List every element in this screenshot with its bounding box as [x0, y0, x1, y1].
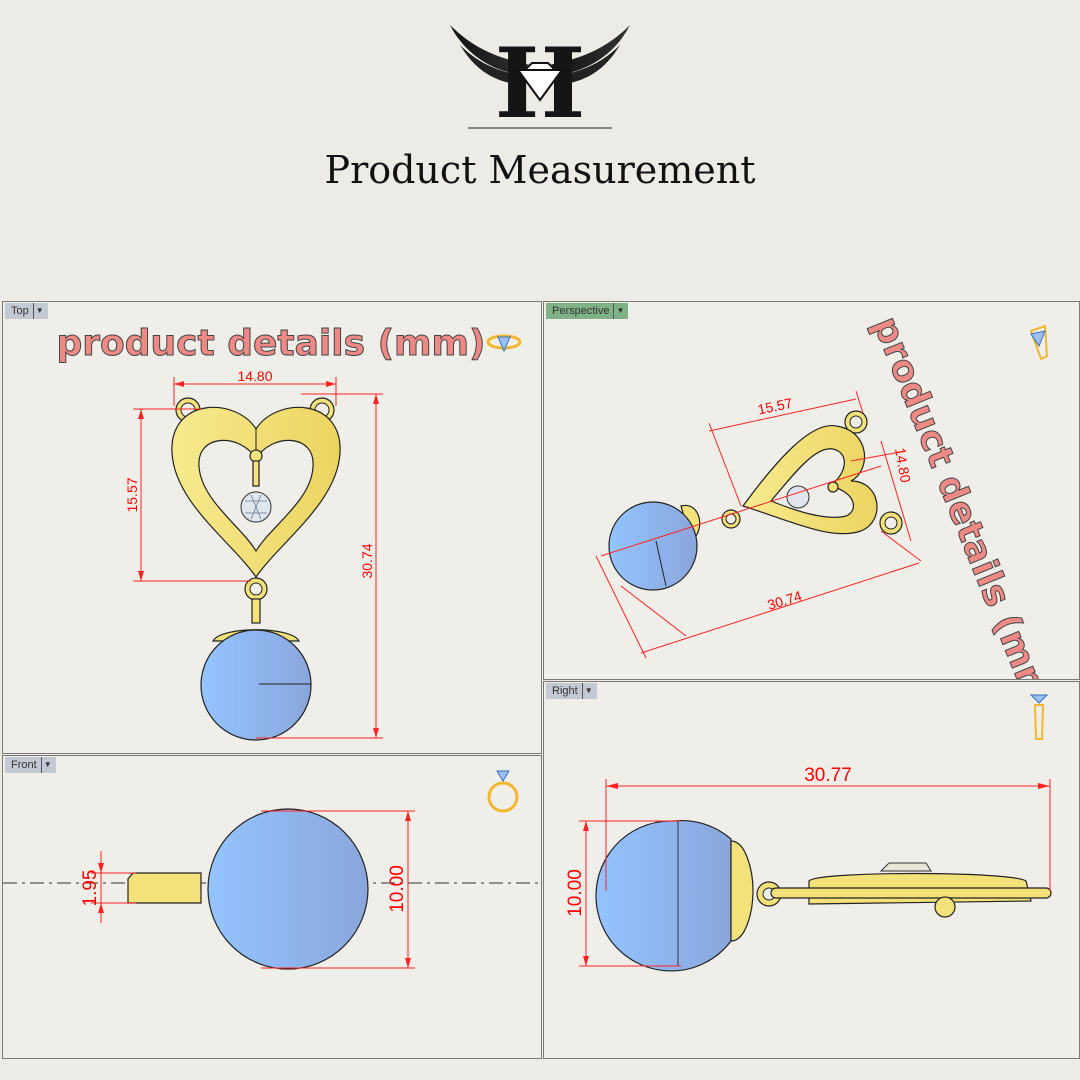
viewport-label: Perspective: [552, 305, 610, 317]
dropdown-arrow-icon[interactable]: ▼: [40, 757, 52, 773]
page-title: Product Measurement: [324, 148, 756, 192]
dimension-heart-height: 15.57: [124, 408, 251, 582]
svg-text:1.95: 1.95: [80, 870, 101, 907]
svg-text:14.80: 14.80: [892, 446, 914, 483]
viewport-perspective[interactable]: Perspective▼ product details (mm) 15.57 …: [543, 301, 1080, 680]
dimension-length-a: 15.57: [708, 390, 864, 507]
viewport-label: Right: [552, 685, 578, 697]
svg-text:30.74: 30.74: [765, 587, 803, 613]
dropdown-arrow-icon[interactable]: ▼: [613, 303, 624, 319]
svg-text:10.00: 10.00: [387, 865, 408, 913]
svg-text:14.80: 14.80: [237, 368, 272, 384]
viewport-tab-top[interactable]: Top▼: [5, 303, 48, 319]
ring-side-icon: [1029, 694, 1049, 740]
viewport-label: Front: [11, 759, 37, 771]
annotation-product-details: product details (mm): [865, 311, 1064, 679]
pendant-drawing: [171, 397, 341, 741]
dropdown-arrow-icon[interactable]: ▼: [32, 303, 44, 319]
dimension-width: 14.80: [850, 440, 922, 562]
viewport-right[interactable]: Right▼ 30.77 10.00: [543, 681, 1080, 1059]
svg-text:15.57: 15.57: [756, 395, 794, 418]
viewport-tab-perspective[interactable]: Perspective▼: [546, 303, 629, 319]
svg-text:30.74: 30.74: [359, 543, 375, 578]
viewport-label: Top: [11, 305, 29, 317]
svg-text:15.57: 15.57: [124, 477, 140, 512]
pendant-drawing: [608, 410, 903, 591]
pendant-drawing: [595, 820, 1052, 972]
dimension-pearl-diameter: 10.00: [261, 810, 415, 969]
brand-logo: H: [450, 25, 630, 135]
viewport-top[interactable]: Top▼ product details (mm) 14.80: [2, 301, 542, 754]
svg-text:30.77: 30.77: [804, 765, 852, 786]
annotation-product-details: product details (mm): [57, 323, 486, 364]
pendant-drawing: [127, 808, 369, 970]
dimension-total-length: 30.74: [256, 393, 383, 739]
dimension-pearl-diameter: 10.00: [565, 820, 681, 967]
ring-top-icon: [486, 334, 522, 353]
ring-perspective-icon: [1029, 324, 1049, 361]
dropdown-arrow-icon[interactable]: ▼: [581, 683, 593, 699]
viewport-tab-right[interactable]: Right▼: [546, 683, 597, 699]
dimension-total-length: 30.77: [605, 765, 1051, 891]
dimension-width: 14.80: [173, 368, 337, 406]
svg-text:10.00: 10.00: [565, 869, 586, 917]
viewport-tab-front[interactable]: Front▼: [5, 757, 56, 773]
ring-front-icon: [487, 770, 519, 813]
dimension-thickness: 1.95: [80, 851, 136, 923]
viewport-front[interactable]: Front▼ 1.95 10.00: [2, 755, 542, 1059]
